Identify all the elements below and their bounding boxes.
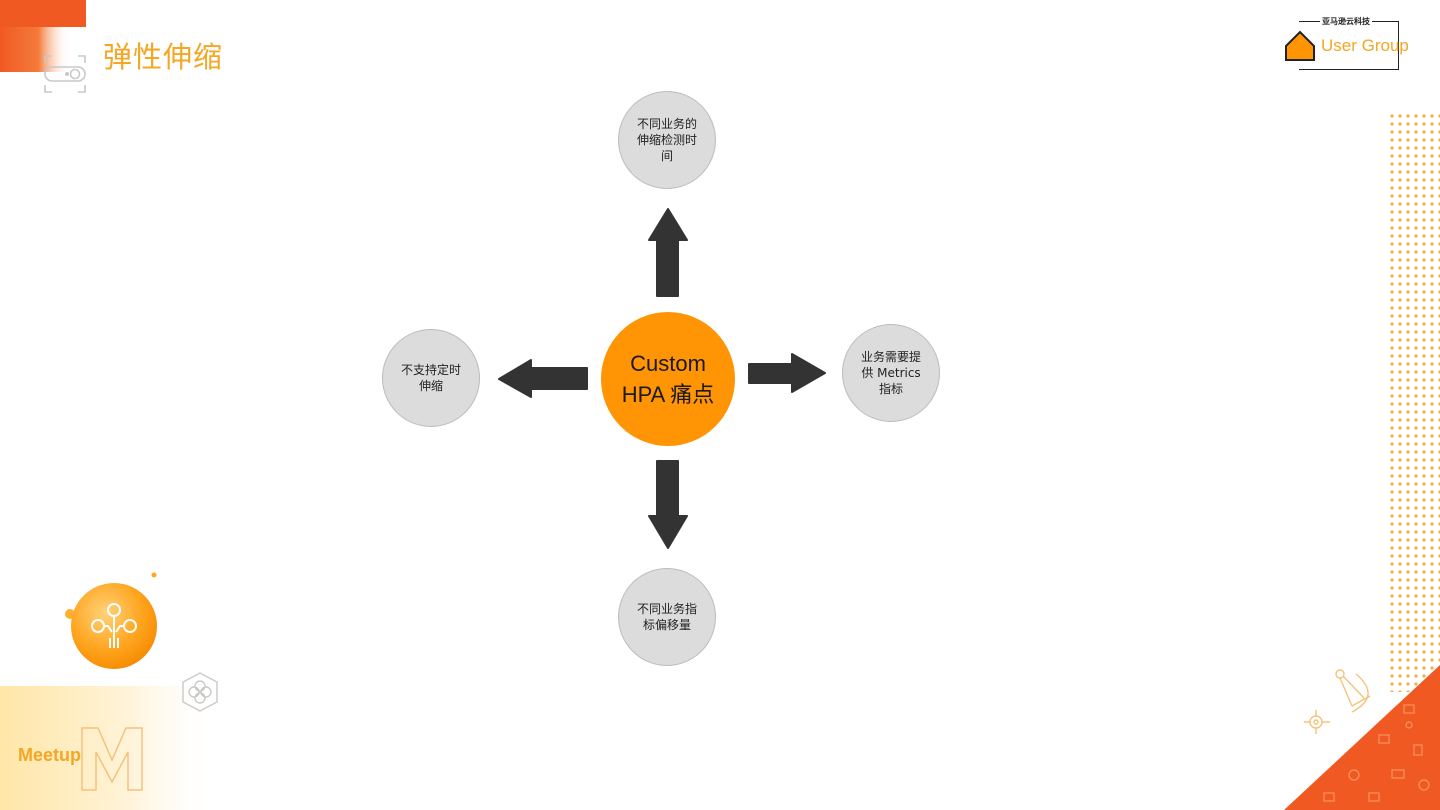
node-right-label: 业务需要提 供 Metrics 指标 bbox=[858, 349, 924, 397]
node-bottom: 不同业务指 标偏移量 bbox=[618, 568, 716, 666]
center-node-label: Custom HPA 痛点 bbox=[622, 348, 715, 410]
node-left-label: 不支持定时 伸缩 bbox=[398, 362, 464, 394]
center-node: Custom HPA 痛点 bbox=[601, 312, 735, 446]
node-bottom-label: 不同业务指 标偏移量 bbox=[634, 601, 700, 633]
arrow-right bbox=[749, 354, 825, 392]
arrow-up bbox=[649, 209, 687, 296]
arrow-down bbox=[649, 461, 687, 548]
node-top-label: 不同业务的 伸缩检测时 间 bbox=[634, 116, 700, 164]
node-right: 业务需要提 供 Metrics 指标 bbox=[842, 324, 940, 422]
node-left: 不支持定时 伸缩 bbox=[382, 329, 480, 427]
arrow-left bbox=[499, 360, 587, 397]
node-top: 不同业务的 伸缩检测时 间 bbox=[618, 91, 716, 189]
